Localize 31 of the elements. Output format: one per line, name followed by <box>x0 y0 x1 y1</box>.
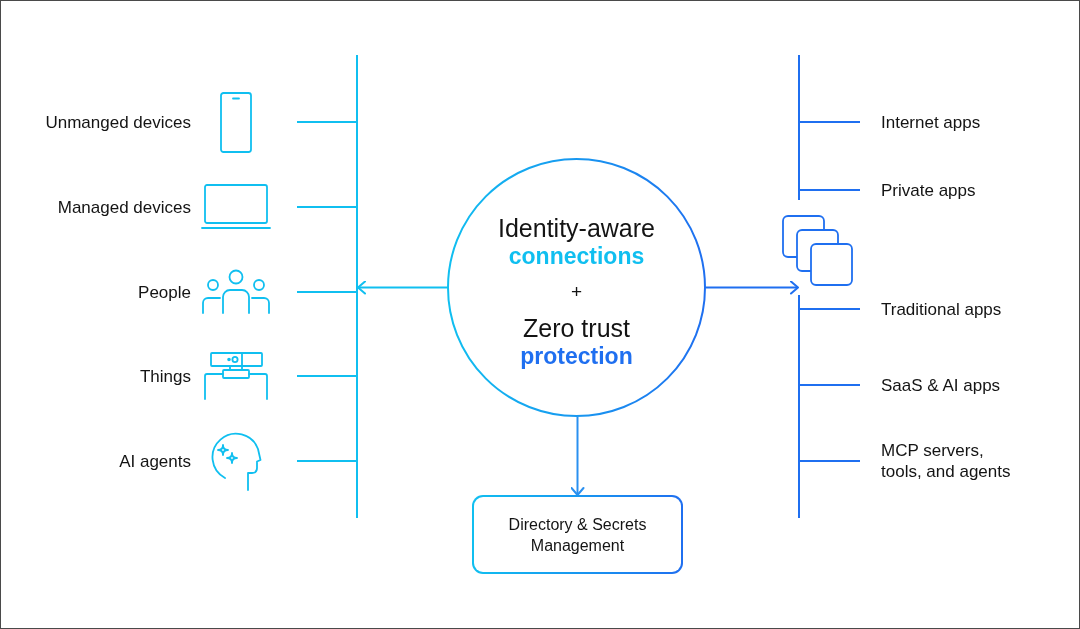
item-label: SaaS & AI apps <box>881 374 1001 396</box>
item-label: Things <box>139 365 191 387</box>
connector-line <box>296 460 357 462</box>
connector-line <box>296 121 357 123</box>
item-label: Unmanged devices <box>45 111 191 133</box>
hub-text: Identity-aware connections <box>498 214 655 270</box>
connector-line <box>799 121 861 123</box>
item-label: Managed devices <box>57 196 191 218</box>
connector-line <box>296 375 357 377</box>
item-label: Internet apps <box>881 111 981 133</box>
arrow <box>705 280 799 295</box>
item-label: MCP servers, tools, and agents <box>881 440 1012 482</box>
service-box <box>472 495 683 574</box>
connector-line <box>799 384 861 386</box>
connector-line <box>799 189 861 191</box>
item-label: AI agents <box>119 450 191 472</box>
connector-line <box>799 308 861 310</box>
connector-line <box>296 291 357 293</box>
arrow <box>570 416 585 496</box>
item-label: Private apps <box>881 179 976 201</box>
item-label: People <box>138 281 191 303</box>
plus-sign: + <box>570 280 583 304</box>
item-label: Traditional apps <box>881 298 1002 320</box>
hub-circle <box>447 158 706 417</box>
bus-line <box>798 55 800 518</box>
connector-line <box>799 460 861 462</box>
arrow <box>357 280 448 295</box>
hub-text: Zero trust protection <box>520 314 633 370</box>
box-label: Directory & Secrets Management <box>507 514 648 556</box>
bus-line <box>356 55 358 518</box>
connector-line <box>296 206 357 208</box>
